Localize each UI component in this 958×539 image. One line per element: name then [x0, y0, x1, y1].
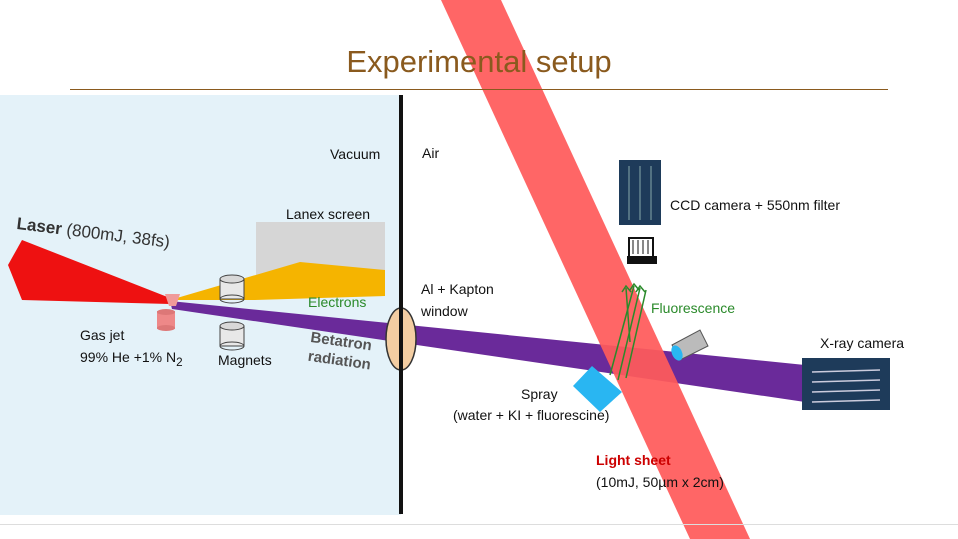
gas-jet-label-line2: 99% He +1% N2 [80, 349, 183, 369]
light-sheet-params: (10mJ, 50µm x 2cm) [596, 474, 724, 490]
window-label-line1: Al + Kapton [421, 281, 494, 297]
magnet-top [219, 274, 245, 304]
title-divider [70, 89, 888, 90]
footer-rule [0, 524, 958, 525]
xray-camera-label: X-ray camera [820, 335, 905, 351]
window-label-line2: window [421, 303, 468, 319]
spray-label-line1: Spray [521, 386, 558, 402]
air-label: Air [422, 145, 440, 161]
fluorescence-arrows [609, 282, 647, 381]
light-sheet-label: Light sheet [596, 452, 671, 468]
magnet-bottom [219, 321, 245, 351]
lanex-screen-label: Lanex screen [286, 206, 371, 222]
ccd-camera-label: CCD camera + 550nm filter [670, 197, 841, 213]
filter-cylinder [671, 329, 709, 361]
gas-jet-subscript: 2 [176, 355, 183, 369]
vacuum-label: Vacuum [330, 146, 381, 162]
magnets-label: Magnets [218, 352, 272, 368]
ccd-camera [619, 160, 661, 264]
electrons-label: Electrons [308, 294, 367, 310]
gas-jet-label-line1: Gas jet [80, 327, 125, 343]
laser-tip [165, 294, 180, 306]
spray [573, 366, 622, 412]
laser-name: Laser [15, 214, 64, 239]
xray-camera [802, 358, 890, 410]
page-title: Experimental setup [346, 44, 612, 79]
gas-jet-composition: 99% He +1% N [80, 349, 177, 365]
light-sheet [441, 0, 750, 539]
fluorescence-label: Fluorescence [651, 300, 736, 316]
gas-jet [157, 309, 175, 331]
spray-label-line2: (water + KI + fluorescine) [453, 407, 610, 423]
laser-beam [8, 240, 170, 304]
